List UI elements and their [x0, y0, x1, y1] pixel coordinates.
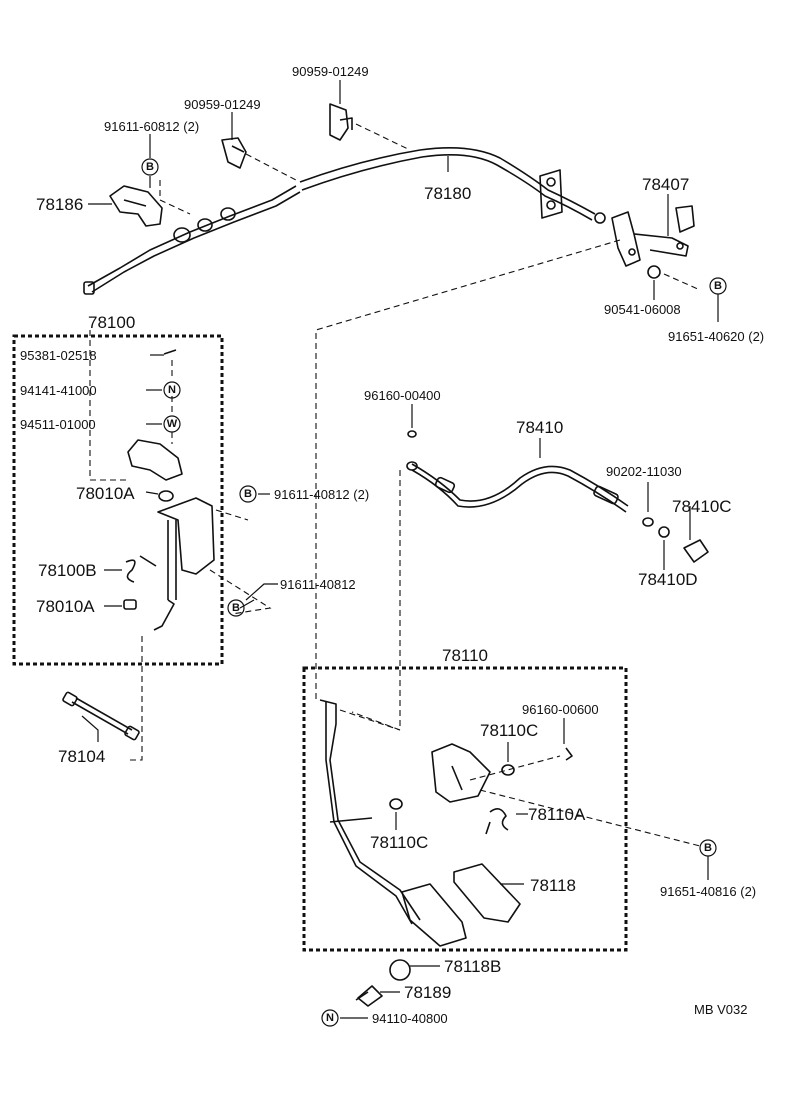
assembly-box-78110 — [302, 666, 628, 952]
bolt-symbol-91611-40812: B — [227, 599, 245, 617]
part-label-78110C-upper: 78110C — [480, 721, 538, 740]
part-label-90959-01249-mid: 90959-01249 — [184, 97, 261, 112]
part-label-78110A: 78110A — [528, 805, 586, 824]
part-label-96160-00600: 96160-00600 — [522, 702, 599, 717]
assembly-box-78100 — [12, 334, 224, 666]
throttle-cable-78410 — [406, 430, 709, 563]
part-label-78118B: 78118B — [444, 957, 501, 976]
leader-lines — [81, 80, 719, 1019]
svg-text:W: W — [167, 418, 178, 430]
part-label-94141-41000: 94141-41000 — [20, 383, 97, 398]
part-label-91611-40812-2: 91611-40812 (2) — [274, 487, 369, 502]
part-label-78010A-upper: 78010A — [76, 484, 135, 503]
clamp-90959-top — [329, 103, 353, 141]
part-label-94511-01000: 94511-01000 — [20, 417, 96, 432]
bolt-symbol-91611-60812: B — [141, 158, 159, 176]
bottom-loose-parts — [355, 959, 411, 1007]
svg-text:B: B — [146, 161, 154, 173]
part-label-78410C: 78410C — [672, 497, 732, 516]
svg-text:B: B — [714, 280, 722, 292]
part-label-78010A-lower: 78010A — [36, 597, 95, 616]
part-label-94110-40800: 94110-40800 — [372, 1011, 448, 1026]
part-label-90541-06008: 90541-06008 — [604, 302, 681, 317]
part-label-78100B: 78100B — [38, 561, 97, 580]
part-label-95381-02518: 95381-02518 — [20, 348, 97, 363]
part-label-78407: 78407 — [642, 175, 689, 194]
part-label-96160-00400: 96160-00400 — [364, 388, 441, 403]
part-label-78110: 78110 — [442, 646, 488, 665]
link-78100-parts — [123, 349, 215, 631]
pedal-78110-parts — [319, 699, 573, 947]
part-label-90959-01249-top: 90959-01249 — [292, 64, 369, 79]
part-label-78110C-lower: 78110C — [370, 833, 428, 852]
part-label-78118: 78118 — [530, 876, 576, 895]
part-label-78186: 78186 — [36, 195, 83, 214]
bracket-78407 — [611, 205, 695, 279]
bolt-symbol-91651-40620: B — [709, 277, 727, 295]
part-label-91611-60812: 91611-60812 (2) — [104, 119, 199, 134]
bolt-symbol-91611-40812-2: B — [239, 485, 257, 503]
svg-text:B: B — [704, 842, 712, 854]
svg-text:B: B — [232, 602, 240, 614]
part-label-91651-40816: 91651-40816 (2) — [660, 884, 756, 899]
accelerator-cable-78180 — [83, 146, 606, 295]
part-label-78180: 78180 — [424, 184, 471, 203]
bolt-symbol-91651-40816: B — [699, 839, 717, 857]
svg-text:B: B — [244, 488, 252, 500]
part-label-90202-11030: 90202-11030 — [606, 464, 682, 479]
svg-text:N: N — [168, 384, 176, 396]
nut-symbol-94141: N — [163, 381, 181, 399]
part-label-78104: 78104 — [58, 747, 105, 766]
bracket-78186 — [109, 185, 163, 227]
washer-symbol-94511: W — [163, 415, 181, 433]
part-label-78410: 78410 — [516, 418, 563, 437]
rod-78104 — [62, 691, 140, 741]
nut-symbol-94110: N — [321, 1009, 339, 1027]
clamp-90959-mid — [221, 137, 247, 169]
part-label-78100: 78100 — [88, 313, 135, 332]
diagram-code: MB V032 — [694, 1002, 747, 1017]
part-label-78189: 78189 — [404, 983, 451, 1002]
part-label-91611-40812: 91611-40812 — [280, 577, 356, 592]
part-label-91651-40620: 91651-40620 (2) — [668, 329, 764, 344]
part-label-78410D: 78410D — [638, 570, 698, 589]
svg-text:N: N — [326, 1012, 334, 1024]
